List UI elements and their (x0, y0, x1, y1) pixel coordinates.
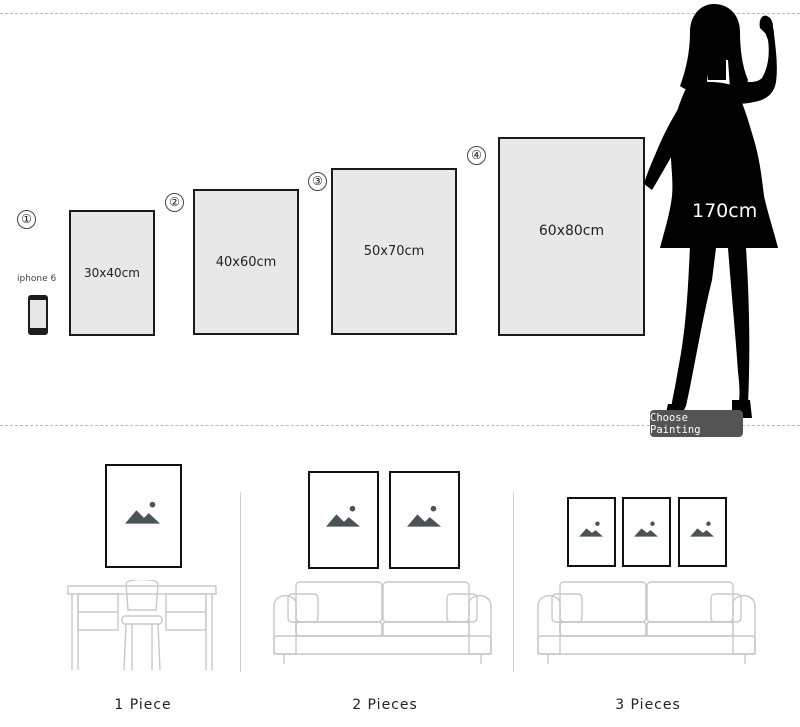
art-frame-1[interactable] (105, 464, 182, 568)
mountain-icon (407, 505, 442, 527)
top-dashed-line (0, 13, 800, 14)
frame-size-label: 30x40cm (84, 266, 140, 280)
mountain-icon (579, 521, 603, 537)
frame-40x60[interactable]: 40x60cm (193, 189, 299, 335)
frame-size-label: 40x60cm (215, 254, 277, 270)
choose-painting-label: Choose Painting (650, 411, 701, 436)
art-frame-3a[interactable] (567, 497, 616, 567)
frame-50x70[interactable]: 50x70cm (331, 168, 457, 335)
divider (513, 492, 514, 672)
caption-3-pieces: 3 Pieces (615, 697, 681, 713)
mountain-icon (690, 521, 714, 537)
frame-size-label: 50x70cm (363, 244, 425, 259)
art-frame-2a[interactable] (308, 471, 379, 569)
frame-size-label: 60x80cm (538, 222, 605, 239)
size-marker-1: ① (17, 210, 36, 229)
middle-dashed-line (0, 425, 800, 426)
sofa-icon (273, 581, 492, 664)
phone-icon (28, 295, 48, 335)
sofa-icon (537, 581, 756, 664)
frame-60x80[interactable]: 60x80cm (498, 137, 645, 336)
height-label: 170cm (692, 200, 757, 222)
desk-and-chair-icon (67, 580, 217, 671)
divider (240, 492, 241, 672)
art-frame-3c[interactable] (678, 497, 727, 567)
woman-silhouette-icon: 170cm (644, 4, 778, 422)
size-marker-4: ④ (467, 146, 486, 165)
iphone-label: iphone 6 (17, 274, 57, 284)
art-frame-3b[interactable] (622, 497, 671, 567)
mountain-icon (634, 521, 658, 537)
size-marker-2: ② (165, 193, 184, 212)
size-marker-3: ③ (308, 172, 327, 191)
choose-painting-button[interactable]: Choose Painting (650, 410, 743, 437)
mountain-icon (125, 501, 161, 524)
art-frame-2b[interactable] (389, 471, 460, 569)
caption-2-pieces: 2 Pieces (352, 697, 418, 713)
frame-30x40[interactable]: 30x40cm (69, 210, 155, 336)
caption-1-piece: 1 Piece (114, 697, 172, 713)
mountain-icon (326, 505, 361, 527)
